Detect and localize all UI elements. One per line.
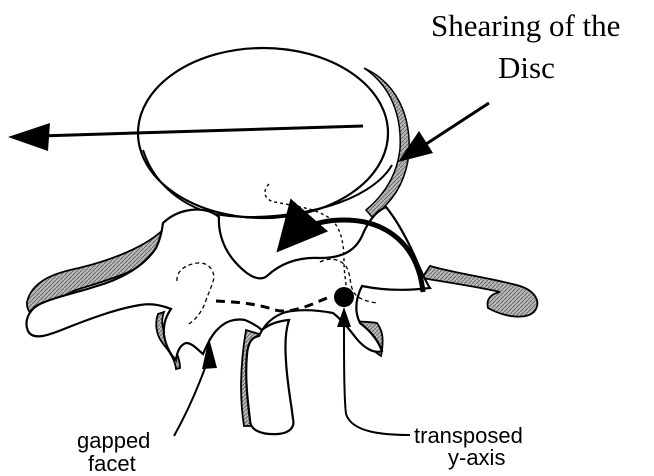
shear-arrowhead [8, 123, 50, 151]
shearing-title-line-2: Disc [498, 52, 555, 83]
transposed-axis-label-line-1: transposed [414, 425, 523, 447]
gapped-facet-pointer-line [174, 368, 205, 436]
shearing-title-line-1: Shearing of the [431, 10, 620, 41]
transposed-axis-point [334, 287, 354, 307]
gapped-facet-label-line-1: gapped [77, 430, 150, 452]
posterior-arch-outline [26, 207, 430, 434]
title-pointer-line [420, 103, 489, 148]
transposed-axis-label-line-2: y-axis [448, 447, 505, 469]
right-transverse-process-shading [422, 266, 537, 317]
gapped-facet-label-line-2: facet [88, 453, 136, 475]
